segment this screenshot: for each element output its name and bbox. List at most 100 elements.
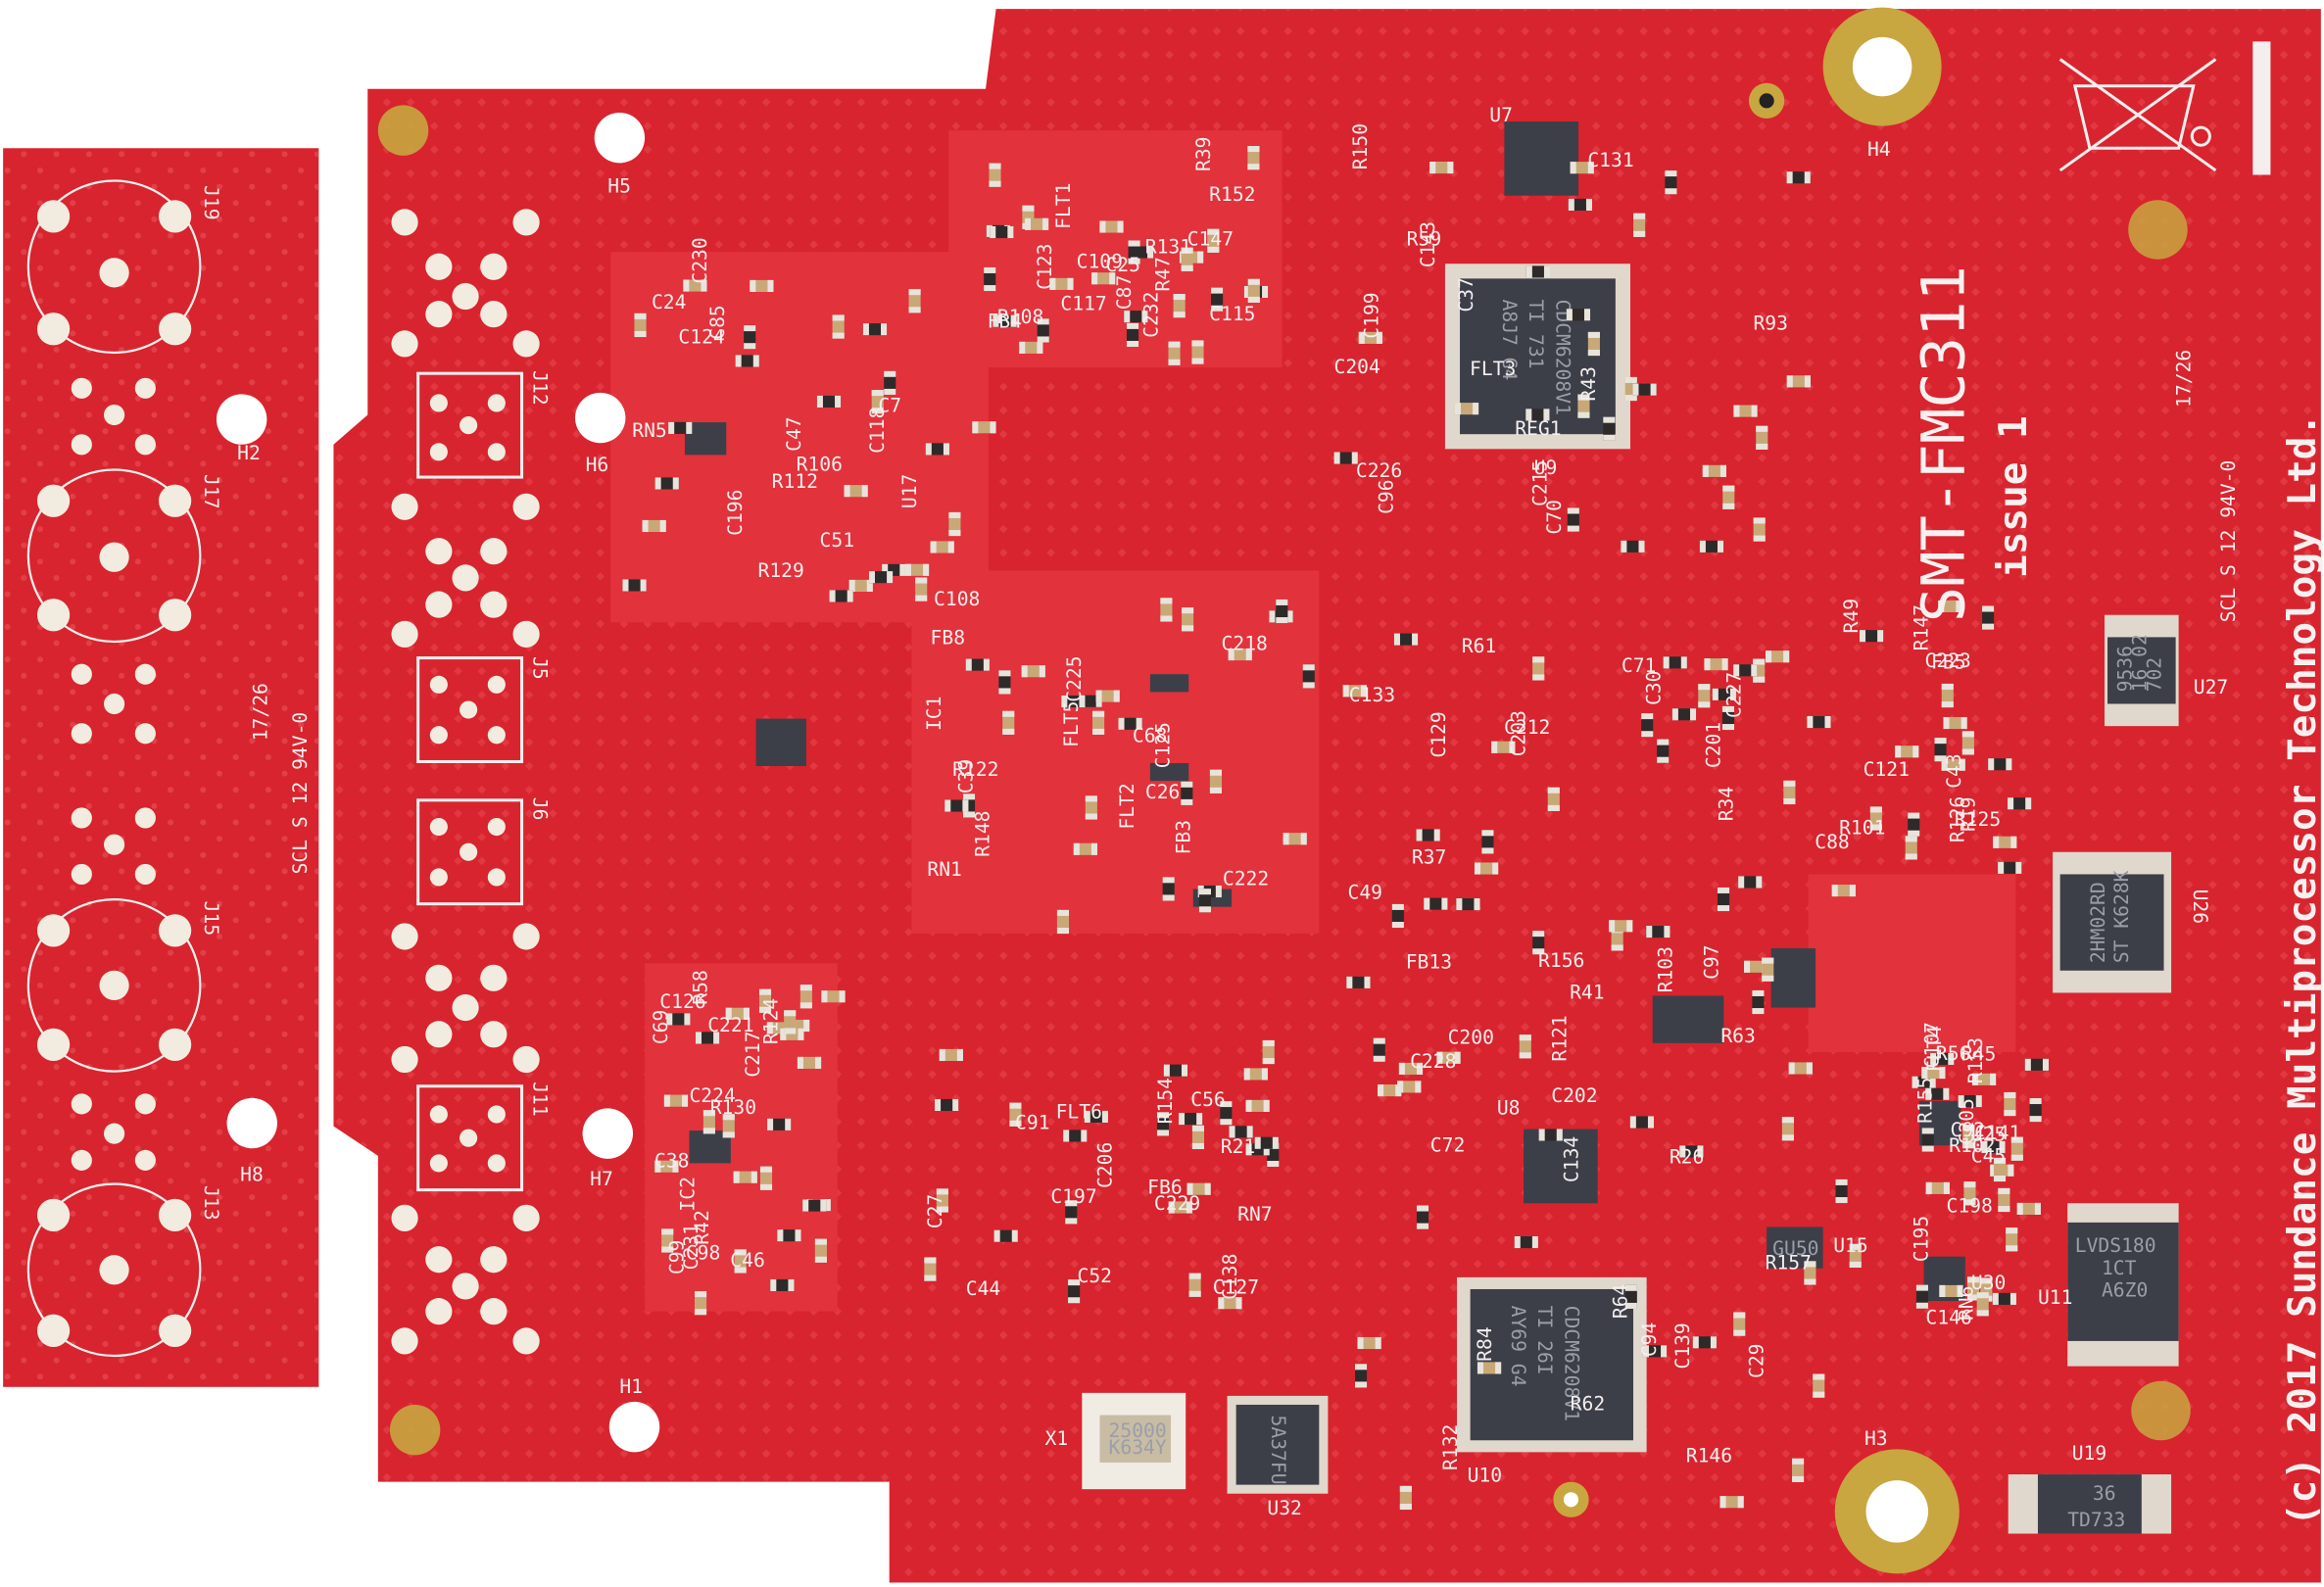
smd-component — [1765, 650, 1790, 663]
designator-label: C115 — [1209, 303, 1255, 325]
designator-label: FLT3 — [1470, 358, 1516, 380]
designator-label: C87 — [1113, 275, 1136, 311]
smd-component — [1663, 656, 1687, 669]
smd-component — [1491, 741, 1516, 753]
smd-component — [759, 1166, 773, 1190]
designator-label: C52 — [1078, 1265, 1113, 1287]
smd-component — [2016, 1202, 2041, 1215]
smd-component — [1998, 1187, 2010, 1213]
smd-component — [1982, 605, 1995, 630]
svg-text:H7: H7 — [590, 1168, 613, 1190]
smd-component — [1568, 198, 1592, 211]
designator-label: FLT4 — [1923, 1026, 1946, 1072]
smd-component — [1835, 1178, 1848, 1204]
smd-component — [1399, 1485, 1412, 1511]
smd-component — [1173, 293, 1186, 318]
designator-label: C225 — [1063, 655, 1086, 701]
smd-component — [1699, 540, 1724, 553]
smd-component — [1570, 162, 1594, 174]
designator-label: C229 — [1154, 1192, 1200, 1215]
designator-label: R61 — [1462, 635, 1497, 657]
designator-label: C117 — [1060, 292, 1106, 314]
designator-label: RN5 — [632, 419, 667, 442]
smd-component — [930, 541, 954, 553]
connector-J17 — [26, 468, 202, 644]
svg-text:TI 731: TI 731 — [1525, 300, 1547, 369]
designator-label: C134 — [1561, 1136, 1583, 1182]
svg-text:5A37FU: 5A37FU — [1267, 1416, 1289, 1485]
designator-label: C124 — [678, 326, 724, 349]
smd-component — [2029, 1097, 2042, 1123]
designator-label: C198 — [1947, 1195, 1993, 1218]
smd-component — [1065, 1200, 1078, 1225]
smd-component — [1934, 738, 1947, 762]
smd-component — [1436, 1051, 1461, 1064]
smd-component — [1629, 1116, 1655, 1129]
smd-component — [1085, 795, 1097, 820]
smd-component — [972, 421, 996, 434]
smd-component — [1925, 1181, 1950, 1194]
designator-label: C38 — [654, 1150, 690, 1173]
smd-component — [814, 1238, 827, 1263]
svg-text:U7: U7 — [1489, 104, 1513, 126]
designator-label: C199 — [1361, 292, 1383, 338]
svg-text:J19: J19 — [200, 185, 222, 220]
smd-component — [1126, 322, 1139, 348]
svg-text:J5: J5 — [529, 656, 552, 680]
smd-component — [661, 1228, 674, 1253]
designator-label: C195 — [1910, 1216, 1932, 1262]
smd-component — [1283, 833, 1307, 845]
smd-component — [1722, 485, 1735, 509]
designator-label: C70 — [1543, 500, 1566, 535]
smd-component — [1095, 690, 1120, 702]
smd-component — [1243, 1068, 1268, 1081]
smd-component — [1813, 1373, 1825, 1398]
designator-label: C109 — [1077, 250, 1123, 272]
designator-label: C224 — [689, 1084, 735, 1107]
ic-U10: CDCM6208V1 TI 26I AY69 G4 — [1457, 1276, 1647, 1453]
svg-text:H5: H5 — [607, 175, 631, 198]
designator-label: R126 — [1947, 796, 1969, 842]
smd-component — [832, 314, 845, 339]
designator-label: C49 — [1348, 882, 1383, 904]
designator-label: R146 — [1686, 1445, 1732, 1467]
designator-label: RN7 — [1237, 1203, 1273, 1226]
designator-label: R45 — [1961, 1042, 1997, 1065]
designator-label: C143 — [1417, 221, 1439, 267]
smd-component — [1181, 247, 1193, 271]
hole-H7 — [582, 1108, 633, 1159]
smd-component — [1609, 920, 1633, 933]
svg-text:16 02: 16 02 — [2128, 634, 2151, 692]
svg-text:U19: U19 — [2072, 1442, 2107, 1465]
designator-label: C121 — [1864, 758, 1910, 781]
designator-label: C26 — [1145, 781, 1181, 803]
smd-component — [1786, 171, 1811, 184]
smd-component — [1128, 240, 1140, 264]
smd-component — [1993, 836, 2017, 848]
smd-component — [1566, 309, 1591, 321]
connector-J15 — [26, 898, 202, 1073]
smd-component — [904, 563, 930, 576]
designator-label: C97 — [1700, 944, 1722, 980]
smd-component — [998, 670, 1011, 695]
smd-component — [1009, 1102, 1022, 1127]
svg-text:AY69 G4: AY69 G4 — [1507, 1306, 1529, 1387]
designator-label: FB8 — [931, 627, 966, 649]
designator-label: FB6 — [1147, 1176, 1183, 1198]
designator-label: RN1 — [927, 858, 962, 881]
designator-label: C196 — [724, 490, 747, 536]
smd-component — [702, 1110, 715, 1134]
designator-label: C228 — [1410, 1050, 1456, 1073]
smd-component — [1939, 1284, 1963, 1297]
smd-component — [1424, 897, 1448, 910]
smd-component — [1181, 781, 1193, 805]
board-name: SMT-FMC311 — [1910, 265, 1978, 622]
designator-label: R125 — [1955, 808, 2001, 831]
smd-component — [1474, 862, 1499, 875]
designator-label: R84 — [1474, 1326, 1496, 1362]
smd-component — [1168, 1201, 1192, 1214]
designator-label: R59 — [1407, 227, 1442, 250]
svg-text:K634Y: K634Y — [1109, 1436, 1167, 1459]
smd-component — [1211, 287, 1224, 312]
smd-component — [1783, 780, 1796, 805]
